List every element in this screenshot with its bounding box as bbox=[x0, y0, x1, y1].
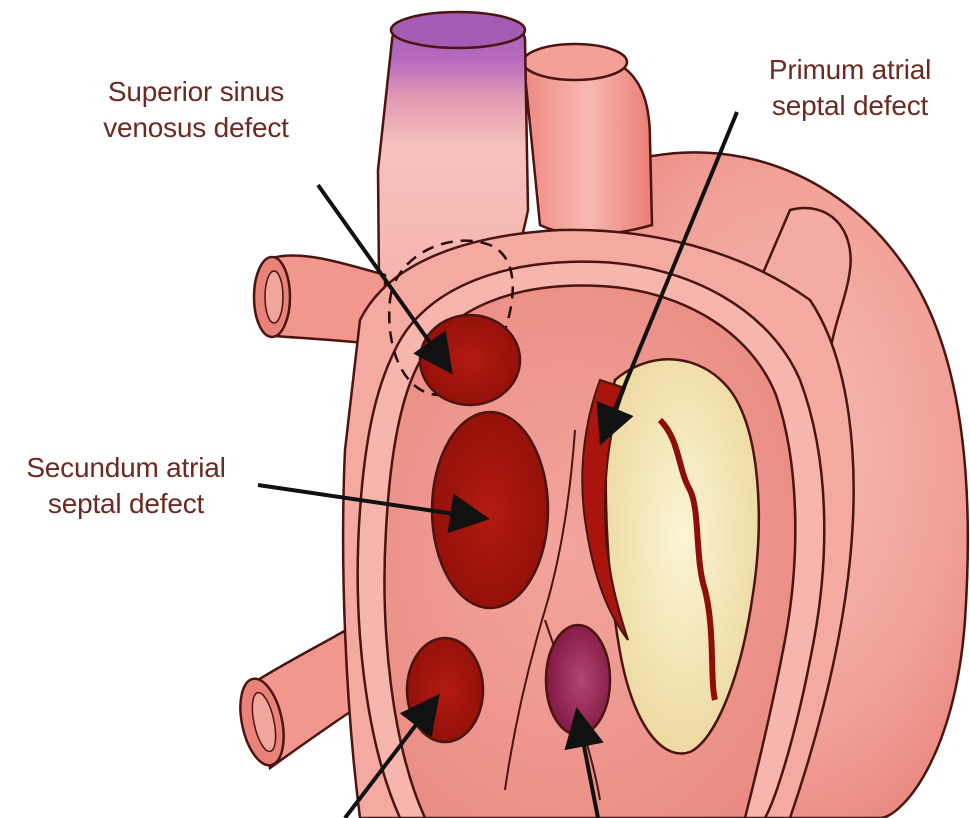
label-superior-sinus-venosus-defect: Superior sinus venosus defect bbox=[76, 74, 316, 146]
label-line: Primum atrial bbox=[740, 52, 960, 88]
aorta-opening bbox=[523, 44, 627, 80]
label-line: Superior sinus bbox=[76, 74, 316, 110]
label-secundum-atrial-septal-defect: Secundum atrial septal defect bbox=[4, 450, 248, 522]
label-line: septal defect bbox=[4, 486, 248, 522]
superior-sinus-venosus-defect bbox=[420, 315, 520, 405]
label-line: venosus defect bbox=[76, 110, 316, 146]
inferior-sinus-venosus-defect bbox=[407, 638, 483, 742]
svc-opening bbox=[391, 12, 525, 48]
secundum-defect bbox=[432, 412, 548, 608]
label-line: Secundum atrial bbox=[4, 450, 248, 486]
label-line: septal defect bbox=[740, 88, 960, 124]
label-primum-atrial-septal-defect: Primum atrial septal defect bbox=[740, 52, 960, 124]
